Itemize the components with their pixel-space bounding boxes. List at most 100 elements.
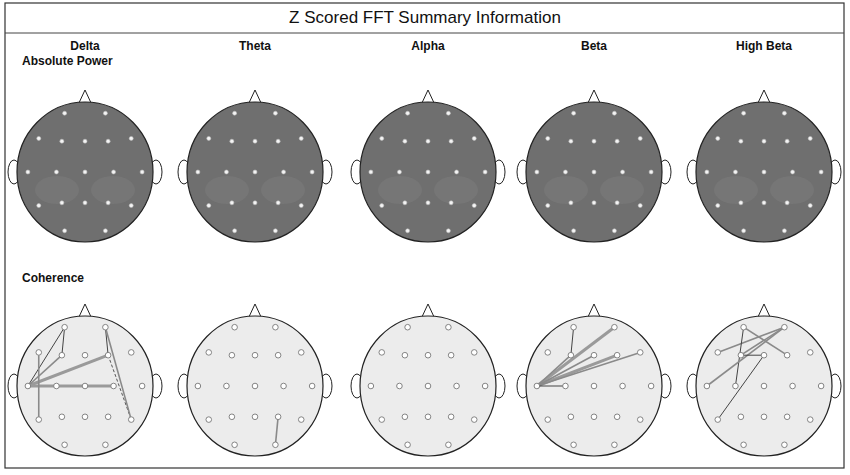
electrode xyxy=(808,136,812,140)
electrode xyxy=(761,352,767,358)
electrode xyxy=(230,139,234,143)
electrode xyxy=(405,324,411,330)
electrode xyxy=(648,383,654,389)
electrode xyxy=(103,229,107,233)
electrode xyxy=(741,442,747,448)
power-zone xyxy=(378,176,422,204)
electrode xyxy=(309,383,315,389)
electrode xyxy=(446,324,452,330)
electrode xyxy=(25,383,31,389)
coherence-line xyxy=(28,355,62,386)
scalp xyxy=(526,102,662,242)
electrode xyxy=(230,201,234,205)
coherence-line xyxy=(537,386,566,387)
coherence-line xyxy=(28,327,65,386)
electrode xyxy=(229,414,235,420)
electrode xyxy=(207,204,211,208)
electrode xyxy=(471,417,477,423)
electrode xyxy=(402,414,408,420)
electrode xyxy=(62,324,68,330)
electrode xyxy=(716,204,720,208)
electrode xyxy=(614,414,620,420)
electrode xyxy=(738,414,744,420)
coherence-head xyxy=(178,304,332,456)
electrode xyxy=(206,350,212,356)
electrode xyxy=(282,170,286,174)
electrode xyxy=(105,414,111,420)
electrode xyxy=(253,139,257,143)
electrode xyxy=(368,383,374,389)
electrode xyxy=(761,383,767,389)
row-label: Coherence xyxy=(22,272,84,286)
power-zone xyxy=(600,176,644,204)
electrode xyxy=(252,414,258,420)
electrode xyxy=(229,352,235,358)
power-zone xyxy=(205,176,249,204)
electrode xyxy=(195,383,201,389)
electrode xyxy=(405,442,411,448)
electrode xyxy=(298,350,304,356)
electrode xyxy=(426,170,430,174)
electrode xyxy=(111,383,117,389)
electrode xyxy=(276,139,280,143)
electrode xyxy=(397,383,403,389)
electrode xyxy=(224,170,228,174)
electrode xyxy=(568,414,574,420)
coherence-line xyxy=(735,327,743,386)
electrode xyxy=(397,170,401,174)
electrode xyxy=(82,414,88,420)
electrode xyxy=(591,352,597,358)
electrode xyxy=(782,324,788,330)
power-head xyxy=(178,90,332,242)
electrode xyxy=(206,417,212,423)
coherence-line xyxy=(741,355,764,356)
electrode xyxy=(224,383,230,389)
electrode xyxy=(472,136,476,140)
electrode xyxy=(446,442,452,448)
electrode xyxy=(426,201,430,205)
electrode xyxy=(276,201,280,205)
electrode xyxy=(106,139,110,143)
electrode xyxy=(762,201,766,205)
electrode xyxy=(63,229,67,233)
electrode xyxy=(482,383,488,389)
electrode xyxy=(782,442,788,448)
electrode xyxy=(807,350,813,356)
electrode xyxy=(546,136,550,140)
electrode xyxy=(37,136,41,140)
title-rule xyxy=(5,33,844,34)
electrode xyxy=(762,139,766,143)
electrode xyxy=(106,201,110,205)
power-zone xyxy=(91,176,135,204)
electrode xyxy=(379,417,385,423)
electrode xyxy=(716,136,720,140)
coherence-head xyxy=(517,304,671,456)
coherence-line xyxy=(571,327,574,355)
electrode xyxy=(568,352,574,358)
electrode xyxy=(572,111,576,115)
electrode xyxy=(60,201,64,205)
electrode xyxy=(472,204,476,208)
electrode xyxy=(715,417,721,423)
electrode xyxy=(733,383,739,389)
electrode xyxy=(139,383,145,389)
scalp xyxy=(526,316,662,456)
electrode xyxy=(403,201,407,205)
band-label: Alpha xyxy=(411,40,444,54)
coherence-line xyxy=(537,327,615,386)
electrode xyxy=(140,170,144,174)
power-zone xyxy=(714,176,758,204)
electrode xyxy=(273,111,277,115)
electrode xyxy=(761,414,767,420)
power-zone xyxy=(261,176,305,204)
electrode xyxy=(791,170,795,174)
coherence-line xyxy=(718,355,764,419)
electrode xyxy=(425,383,431,389)
electrode xyxy=(741,324,747,330)
scalp xyxy=(696,102,832,242)
electrode xyxy=(129,204,133,208)
electrode xyxy=(105,352,111,358)
band-label: Theta xyxy=(239,40,271,54)
electrode xyxy=(448,352,454,358)
